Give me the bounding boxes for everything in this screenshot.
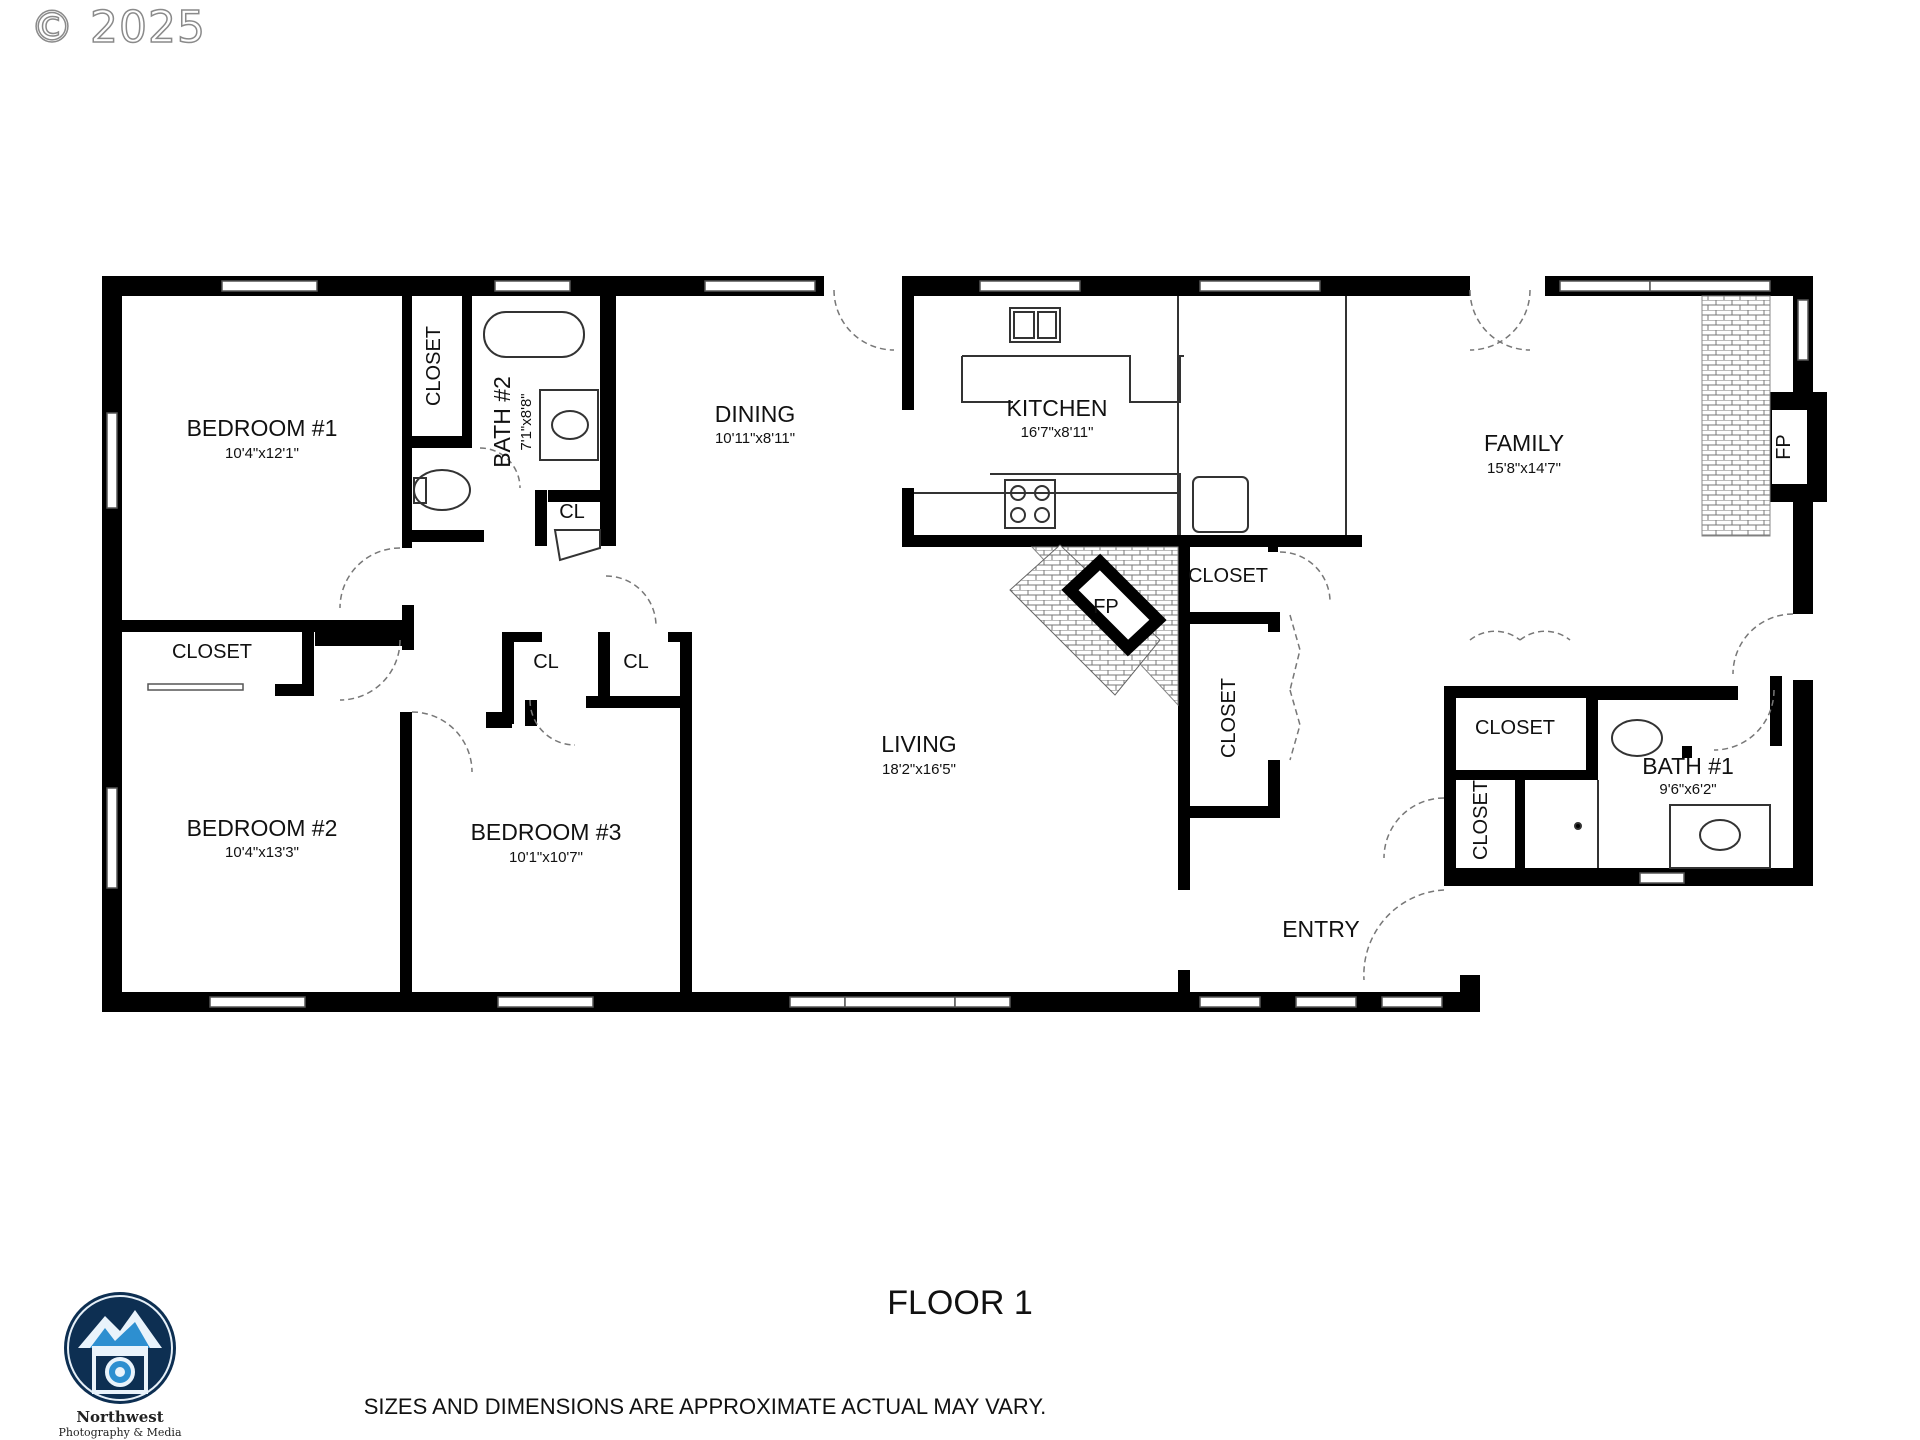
living-hearth-stair bbox=[1009, 544, 1161, 696]
living-fireplace bbox=[1061, 553, 1167, 657]
dining-name: DINING bbox=[715, 401, 796, 427]
bath2-name: BATH #2 bbox=[489, 376, 515, 468]
dining-dim: 10'11"x8'11" bbox=[715, 430, 795, 447]
logo-name: Northwest bbox=[76, 1408, 164, 1426]
closet-label-hall: CLOSET bbox=[172, 641, 252, 663]
fp-label-family: FP bbox=[1773, 434, 1795, 460]
bedroom1-dim: 10'4"x12'1" bbox=[225, 445, 299, 462]
bedroom2-dim: 10'4"x13'3" bbox=[225, 844, 299, 861]
entry-name: ENTRY bbox=[1282, 916, 1360, 942]
kitchen-fixtures bbox=[914, 296, 1347, 535]
bedroom2-closet-slider bbox=[147, 683, 244, 691]
bath2-dim: 7'1"x8'8" bbox=[518, 393, 535, 450]
interior-walls bbox=[122, 296, 1827, 992]
family-fireplace bbox=[1772, 410, 1807, 484]
family-hearth bbox=[1701, 295, 1771, 537]
kitchen-dim: 16'7"x8'11" bbox=[1021, 424, 1094, 441]
closet-label-family: CLOSET bbox=[1475, 717, 1555, 739]
bedroom3-dim: 10'1"x10'7" bbox=[509, 849, 583, 866]
bedroom1-name: BEDROOM #1 bbox=[187, 415, 338, 441]
windows bbox=[106, 280, 1809, 1008]
northwest-logo bbox=[64, 1292, 176, 1404]
bath1-dim: 9'6"x6'2" bbox=[1659, 781, 1716, 798]
family-dim: 15'8"x14'7" bbox=[1487, 460, 1561, 477]
fp-label-living: FP bbox=[1093, 596, 1119, 618]
disclaimer: SIZES AND DIMENSIONS ARE APPROXIMATE ACT… bbox=[363, 1394, 1047, 1419]
bath2-fixtures bbox=[413, 311, 601, 562]
floor-title: FLOOR 1 bbox=[887, 1284, 1033, 1322]
closet-label-bath1: CLOSET bbox=[1470, 780, 1492, 860]
bath1-fixtures bbox=[1574, 719, 1771, 869]
door-swings bbox=[339, 289, 1794, 981]
cl-label-bedroom3-a: CL bbox=[533, 651, 559, 673]
logo-tagline: Photography & Media bbox=[58, 1426, 182, 1439]
closet-label-kitchen: CLOSET bbox=[1188, 565, 1268, 587]
copyright-watermark: © 2025 bbox=[29, 1, 206, 54]
room-labels: BEDROOM #1 10'4"x12'1" BEDROOM #2 10'4"x… bbox=[172, 326, 1795, 942]
cl-label-bath2: CL bbox=[559, 501, 585, 523]
bedroom3-name: BEDROOM #3 bbox=[471, 819, 622, 845]
bath1-name: BATH #1 bbox=[1642, 753, 1734, 779]
living-name: LIVING bbox=[881, 731, 956, 757]
closet-label-living: CLOSET bbox=[1218, 678, 1240, 758]
kitchen-name: KITCHEN bbox=[1007, 395, 1108, 421]
cl-label-bedroom3-b: CL bbox=[623, 651, 649, 673]
bedroom2-name: BEDROOM #2 bbox=[187, 815, 338, 841]
family-name: FAMILY bbox=[1484, 430, 1564, 456]
living-dim: 18'2"x16'5" bbox=[882, 761, 956, 778]
closet-label-bedroom1: CLOSET bbox=[423, 326, 445, 406]
